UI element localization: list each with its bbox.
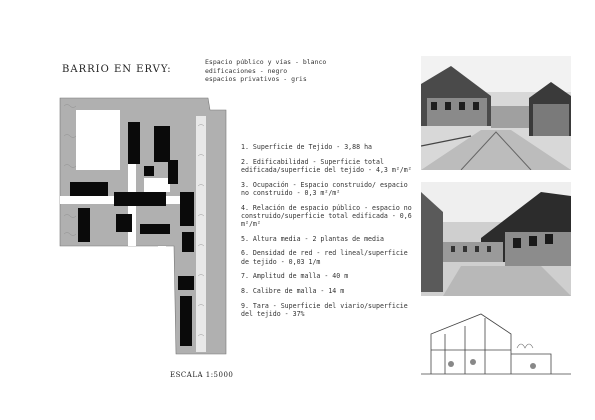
street-east (196, 116, 206, 352)
courtyard (144, 178, 170, 192)
indicator-item: 8. Calibre de malla - 14 m (241, 286, 345, 295)
indicator-item: 1. Superficie de Tejido - 3,88 ha (241, 143, 373, 151)
building (78, 208, 90, 242)
indicator-item: 2. Edificabilidad - Superficie total edi… (241, 157, 412, 174)
building (114, 192, 166, 206)
building (178, 276, 194, 290)
building (182, 232, 194, 252)
indicator-item: 5. Altura media - 2 plantas de media (241, 234, 384, 243)
building (128, 122, 140, 164)
indicator-item: 9. Tara - Superficie del viario/superfic… (241, 301, 408, 318)
buildings (70, 122, 194, 346)
indicator-item: 4. Relación de espacio público - espacio… (241, 203, 412, 228)
building (168, 160, 178, 184)
indicators-list: 1. Superficie de Tejido - 3,88 ha 2. Edi… (241, 143, 419, 325)
building (70, 182, 108, 196)
map-scale-label: ESCALA 1:5000 (170, 371, 234, 379)
indicator-item: 3. Ocupación - Espacio construido/ espac… (241, 180, 408, 197)
building (180, 192, 194, 226)
site-plan-svg (59, 97, 227, 355)
vegetation-hatch (63, 104, 205, 337)
legend-private-space: espacios privativos - gris (205, 75, 307, 83)
building (116, 214, 132, 232)
building (144, 166, 154, 176)
indicator-item: 6. Densidad de red - red lineal/superfic… (241, 249, 408, 266)
photo-perspective-roofs (421, 182, 571, 296)
building (154, 126, 170, 162)
legend-buildings: edificaciones - negro (205, 66, 288, 75)
light-strips (98, 136, 166, 276)
site-plan-map (58, 96, 230, 358)
indicator-item: 7. Amplitud de malla - 40 m (241, 272, 349, 281)
legend-public-space: Espacio público y vías - blanco (205, 58, 327, 66)
page-title: BARRIO EN ERVY: (62, 64, 172, 75)
building (180, 296, 192, 346)
map-legend: Espacio público y vías - blanco edificac… (205, 58, 326, 84)
street-vertical (128, 126, 136, 246)
building (140, 224, 170, 234)
photo-street-view (421, 56, 571, 170)
section-drawing (421, 304, 571, 378)
